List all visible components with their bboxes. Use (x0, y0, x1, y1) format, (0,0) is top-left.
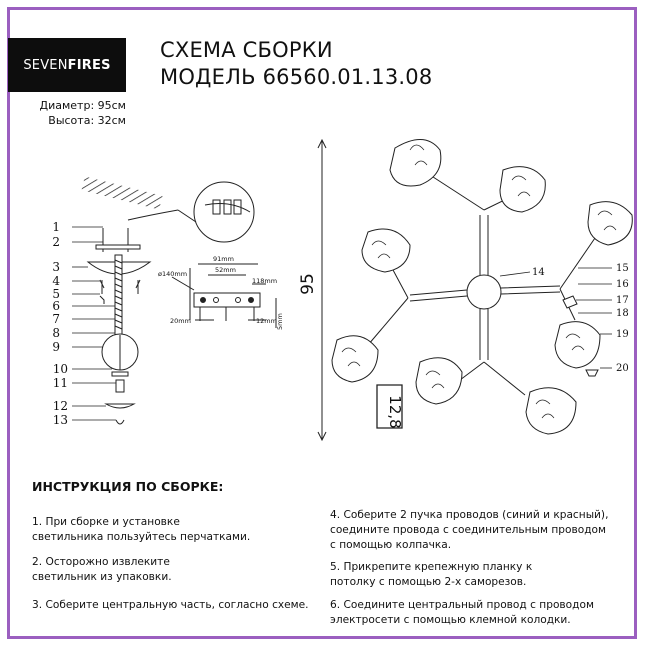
title-line-1: СХЕМА СБОРКИ (160, 38, 333, 62)
dim-h5: 5mm (276, 313, 284, 330)
dim-w91: 91mm (213, 255, 234, 263)
bracket-dimension-labels: ø140mm 91mm 52mm 118mm 20mm 12mm 5mm (158, 255, 284, 330)
top-view-labels: 95 12,8 (298, 273, 404, 429)
shade-dimension-label: 12,8 (386, 395, 404, 428)
assembly-diagram: 1 2 3 4 5 6 7 8 9 10 11 12 13 ø140mm 91m… (52, 138, 633, 442)
callout-15: 15 (616, 263, 629, 274)
callout-17: 17 (616, 295, 629, 306)
callout-10: 10 (53, 362, 68, 376)
callout-2: 2 (52, 235, 60, 249)
height-text: Высота: 32см (48, 114, 126, 127)
dim-w12: 12mm (256, 317, 277, 325)
callout-13: 13 (53, 413, 68, 427)
instruction-step-6: 6. Соедините центральный провод с провод… (330, 599, 594, 626)
top-callout-lines (499, 267, 612, 369)
top-callout-labels: 14 15 16 17 18 19 20 (532, 263, 629, 374)
mounting-bar (95, 244, 141, 250)
callout-11: 11 (53, 376, 68, 390)
page-title: СХЕМА СБОРКИ МОДЕЛЬ 66560.01.13.08 (160, 37, 432, 91)
instruction-step-3: 3. Соберите центральную часть, согласно … (32, 599, 309, 611)
instruction-step-5: 5. Прикрепите крепежную планку к потолку… (330, 561, 533, 588)
callout-12: 12 (53, 399, 68, 413)
callout-7: 7 (52, 312, 60, 326)
bracket-detail (171, 263, 277, 328)
diameter-dimension-label: 95 (298, 273, 318, 295)
glass-shades (331, 139, 633, 435)
instruction-step-1: 1. При сборке и установке светильника по… (32, 516, 251, 543)
callout-8: 8 (52, 326, 60, 340)
callout-14: 14 (532, 267, 545, 278)
dim-d140: ø140mm (158, 270, 187, 278)
dimensions-block: Диаметр: 95см Высота: 32см (18, 98, 127, 128)
logo-text-bold: FIRES (67, 57, 111, 73)
side-view-diagram (72, 176, 277, 425)
callout-5: 5 (52, 287, 60, 301)
title-line-2: МОДЕЛЬ 66560.01.13.08 (160, 65, 433, 89)
diameter-text: Диаметр: 95см (39, 99, 127, 112)
callout-16: 16 (616, 279, 629, 290)
central-hub (466, 274, 502, 310)
callout-4: 4 (52, 274, 60, 288)
dim-w118: 118mm (252, 277, 277, 285)
instructions-heading: ИНСТРУКЦИЯ ПО СБОРКЕ: (32, 479, 224, 494)
instruction-step-2: 2. Осторожно извлеките светильник из упа… (32, 556, 172, 583)
callout-18: 18 (616, 308, 629, 319)
callout-6: 6 (52, 299, 60, 313)
dim-w20: 20mm (170, 317, 191, 325)
callout-1: 1 (52, 220, 60, 234)
callout-3: 3 (52, 260, 60, 274)
callout-lines (72, 226, 116, 421)
callout-20: 20 (616, 363, 629, 374)
side-callout-labels: 1 2 3 4 5 6 7 8 9 10 11 12 13 (52, 220, 68, 427)
instruction-step-4: 4. Соберите 2 пучка проводов (синий и кр… (330, 509, 609, 551)
dim-w52: 52mm (215, 266, 236, 274)
logo-text-light: SEVEN (23, 57, 68, 73)
ceiling-hatch (81, 176, 163, 210)
callout-19: 19 (616, 329, 629, 340)
top-view-diagram (317, 138, 633, 442)
callout-9: 9 (52, 340, 60, 354)
